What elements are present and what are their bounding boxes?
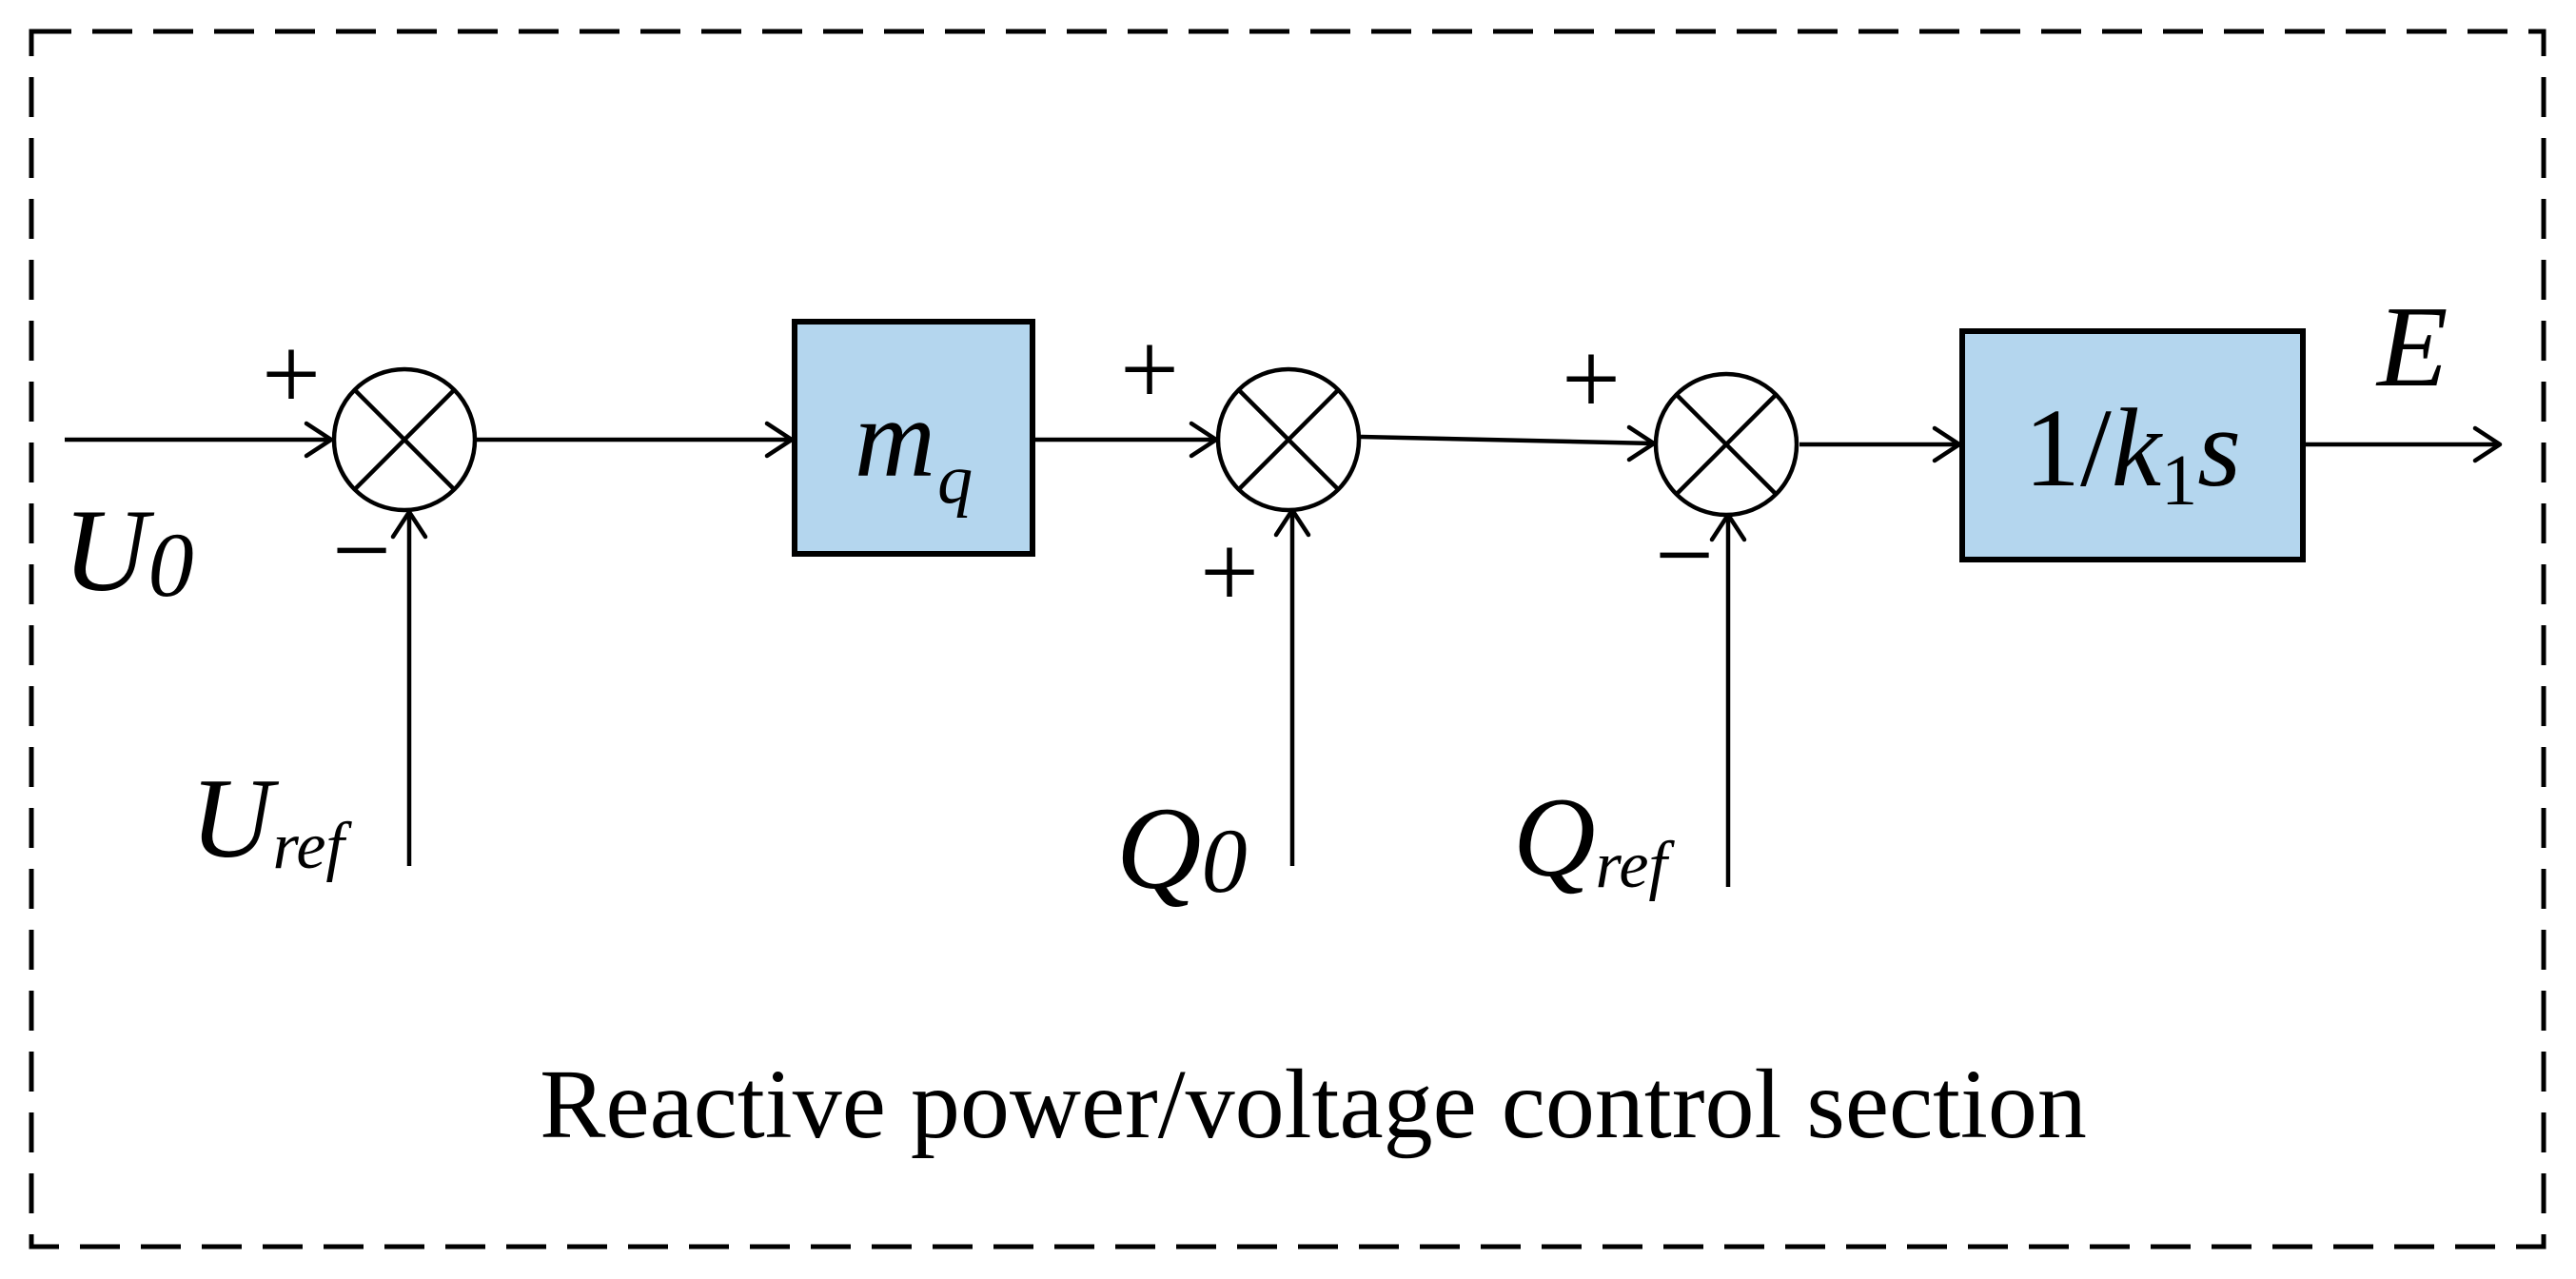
section-caption: Reactive power/voltage control section [540,1050,2087,1159]
gain-block [792,319,1035,557]
integrator-s: s [2197,385,2241,510]
arrow-output-e [2472,425,2503,463]
gain-main: m [855,376,935,501]
integrator-block-label: 1/k1s [2024,385,2241,521]
u0-label: U0 [63,485,194,616]
qref-main: Q [1513,774,1596,900]
gain-subscript: q [937,441,973,519]
summing-junction-3 [1653,371,1799,518]
uref-label: Uref [190,755,352,883]
uref-subscript: ref [273,810,353,883]
qref-subscript: ref [1596,829,1676,902]
sum3-top-sign: + [1562,321,1621,437]
integrator-block [1959,328,2306,562]
uref-main: U [190,755,280,881]
qref-label: Qref [1513,774,1675,902]
arrow-into-sum1 [304,421,334,459]
integrator-k-subscript: 1 [2161,441,2197,521]
sum1-top-sign: + [262,316,321,432]
summing-junction-1 [331,366,478,513]
sum1-bottom-sign: − [332,492,391,608]
gain-block-label: mq [855,376,973,519]
sum2-top-sign: + [1120,311,1179,427]
integrator-k: k [2112,385,2164,510]
integrator-numerator: 1/ [2024,385,2112,510]
u0-main: U [63,485,155,616]
output-e-label: E [2375,283,2448,411]
sum3-bottom-sign: − [1655,497,1714,613]
dashed-frame [29,29,2547,1249]
sum2-bottom-sign: + [1200,514,1259,630]
q0-label: Q0 [1116,783,1248,914]
q0-main: Q [1116,783,1202,914]
u0-subscript: 0 [148,514,194,616]
q0-subscript: 0 [1202,810,1248,912]
sum2-to-sum3-wire [1360,434,1655,446]
summing-junction-2 [1215,366,1362,513]
